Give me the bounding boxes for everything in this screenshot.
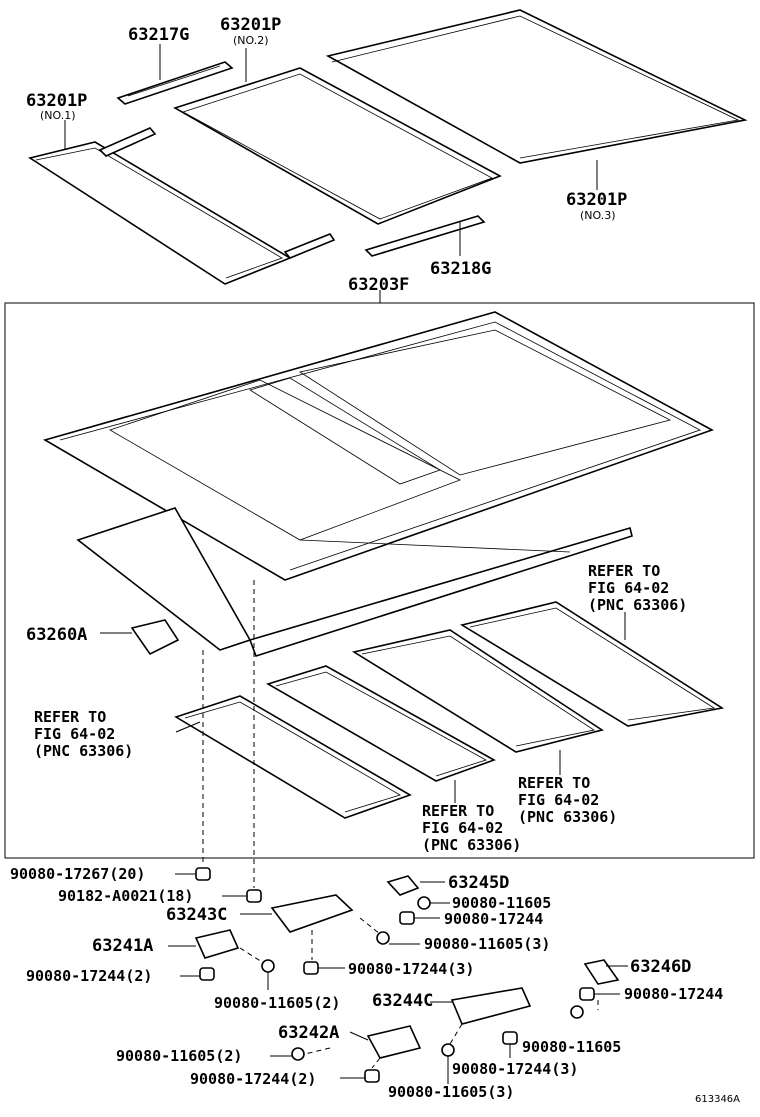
label-f12: 90080-17244(3) [452, 1060, 578, 1078]
label-f11: 90080-11605(2) [116, 1047, 242, 1065]
label-f7: 90080-17244(3) [348, 960, 474, 978]
label-f9: 90080-17244 [624, 985, 723, 1003]
label-63203F: 63203F [348, 275, 409, 295]
label-f14: 90080-11605(3) [388, 1083, 514, 1101]
part-63217G [116, 61, 234, 105]
fastener-leaders [168, 873, 628, 1084]
label-63242A: 63242A [278, 1023, 339, 1043]
part-63201P-no2 [173, 67, 502, 225]
refer-block-left: REFER TO FIG 64-02 (PNC 63306) [34, 708, 133, 760]
label-f3: 90080-11605 [452, 894, 551, 912]
refer-block-center: REFER TO FIG 64-02 (PNC 63306) [422, 802, 521, 854]
label-63245D: 63245D [448, 873, 509, 893]
label-f10: 90080-11605 [522, 1038, 621, 1056]
label-63201P-no3: 63201P [566, 190, 627, 210]
side-rails [76, 507, 633, 657]
label-63246D: 63246D [630, 957, 691, 977]
svg-text:(PNC 63306): (PNC 63306) [518, 808, 617, 826]
svg-text:REFER TO: REFER TO [422, 802, 494, 820]
label-63201P-no2-sub: (NO.2) [233, 34, 269, 47]
part-63203F-housing [42, 311, 714, 581]
part-63260A-motor [130, 619, 180, 656]
label-f2: 90182-A0021(18) [58, 887, 193, 905]
label-f4: 90080-17244 [444, 910, 543, 928]
label-63217G: 63217G [128, 25, 189, 45]
svg-text:REFER TO: REFER TO [588, 562, 660, 580]
label-f5: 90080-11605(3) [424, 935, 550, 953]
label-63241A: 63241A [92, 936, 153, 956]
label-63244C: 63244C [372, 991, 433, 1011]
refer-block-right-top: REFER TO FIG 64-02 (PNC 63306) [588, 562, 687, 614]
label-63201P-no3-sub: (NO.3) [580, 209, 616, 222]
label-f6: 90080-17244(2) [26, 967, 152, 985]
svg-text:(PNC 63306): (PNC 63306) [34, 742, 133, 760]
label-f1: 90080-17267(20) [10, 865, 145, 883]
part-63218G [364, 215, 486, 257]
label-63260A: 63260A [26, 625, 87, 645]
svg-text:FIG 64-02: FIG 64-02 [588, 579, 669, 597]
label-63201P-no1-sub: (NO.1) [40, 109, 76, 122]
svg-text:FIG 64-02: FIG 64-02 [422, 819, 503, 837]
svg-text:(PNC 63306): (PNC 63306) [588, 596, 687, 614]
svg-text:FIG 64-02: FIG 64-02 [518, 791, 599, 809]
label-63201P-no2: 63201P [220, 15, 281, 35]
figure-id: 613346A [695, 1094, 740, 1105]
label-63243C: 63243C [166, 905, 227, 925]
svg-text:REFER TO: REFER TO [34, 708, 106, 726]
label-63218G: 63218G [430, 259, 491, 279]
label-63201P-no1: 63201P [26, 91, 87, 111]
refer-block-right-bottom: REFER TO FIG 64-02 (PNC 63306) [518, 774, 617, 826]
brackets [194, 875, 620, 1059]
part-63201P-no1 [28, 127, 336, 285]
label-f8: 90080-11605(2) [214, 994, 340, 1012]
label-f13: 90080-17244(2) [190, 1070, 316, 1088]
svg-text:FIG 64-02: FIG 64-02 [34, 725, 115, 743]
glass-panels [174, 601, 725, 819]
svg-text:(PNC 63306): (PNC 63306) [422, 836, 521, 854]
svg-text:REFER TO: REFER TO [518, 774, 590, 792]
part-63201P-no3 [325, 9, 748, 164]
